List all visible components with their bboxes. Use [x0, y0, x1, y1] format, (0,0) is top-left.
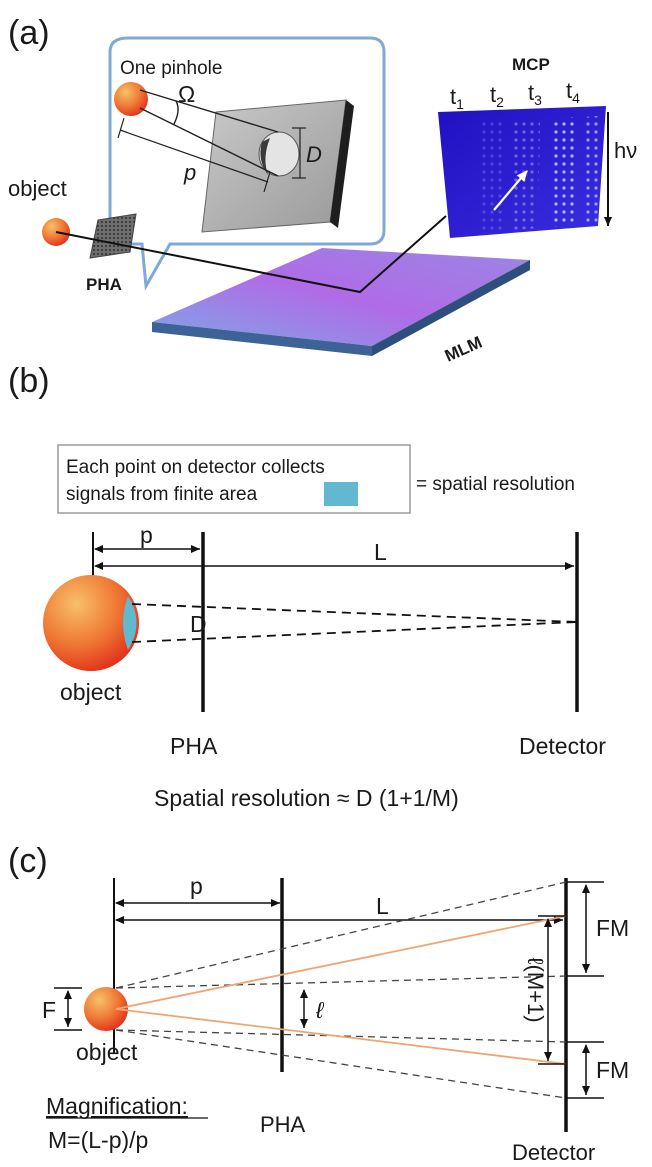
- time-frame-t3-sub: 3: [534, 92, 542, 108]
- c-fm-top-label: FM: [596, 915, 629, 941]
- time-frame-t3: t3: [528, 80, 542, 108]
- c-detector-label: Detector: [512, 1140, 595, 1165]
- mlm-mirror-top: [152, 248, 530, 346]
- c-ray-dashed-3: [115, 1029, 567, 1043]
- panel-b: (b) Each point on detector collects sign…: [8, 362, 606, 811]
- b-D-label: D: [190, 611, 207, 637]
- resolution-area-swatch: [324, 482, 358, 506]
- panel-a: (a) One pinhole Ω p D object PHA: [8, 14, 637, 366]
- c-pha-label: PHA: [260, 1112, 306, 1137]
- c-magnification-formula: M=(L-p)/p: [48, 1127, 148, 1153]
- mlm-mirror-front: [372, 260, 530, 356]
- time-frame-t2-sub: 2: [496, 94, 504, 110]
- mcp-strip-4: [584, 116, 600, 223]
- time-frame-labels: t1 t2 t3 t4: [450, 78, 580, 112]
- time-frame-t1: t1: [450, 84, 464, 112]
- time-frame-t2: t2: [490, 82, 504, 110]
- b-L-label: L: [374, 539, 387, 565]
- c-ell-m-label: ℓ(M+1): [523, 957, 548, 1022]
- b-formula: Spatial resolution ≈ D (1+1/M): [154, 785, 459, 811]
- resolution-note-line1: Each point on detector collects: [66, 457, 325, 478]
- mcp-strip-2: [514, 119, 540, 230]
- c-F-label: F: [42, 997, 56, 1023]
- time-frame-t1-sub: 1: [456, 96, 464, 112]
- mcp-strip-3: [552, 117, 578, 227]
- inset-p-label: p: [183, 160, 196, 185]
- panel-b-label: (b): [8, 362, 50, 400]
- b-resolution-patch: [123, 596, 137, 650]
- time-frame-t4-sub: 4: [572, 90, 580, 106]
- pinhole-plate-edge: [330, 100, 354, 228]
- c-object-ball: [84, 987, 128, 1031]
- omega-angle-arc: [173, 100, 179, 125]
- inset-object-ball: [114, 82, 148, 116]
- inset-d-label: D: [306, 142, 322, 167]
- equals-spatial-resolution: = spatial resolution: [416, 474, 575, 495]
- pha-label-a: PHA: [86, 275, 122, 294]
- resolution-note-line2: signals from finite area: [66, 484, 258, 505]
- x-ray-beam-path: [55, 215, 447, 294]
- c-p-label: p: [190, 873, 203, 899]
- pha-array: [89, 213, 137, 259]
- p-dimension-tick-left: [117, 117, 125, 139]
- c-L-label: L: [376, 893, 389, 919]
- c-ray-dashed-4: [115, 1029, 567, 1099]
- time-frame-t4: t4: [566, 78, 580, 106]
- object-label-a: object: [8, 176, 67, 201]
- pinhole-aperture: [258, 131, 300, 177]
- b-p-label: p: [140, 522, 153, 548]
- b-object-label: object: [60, 679, 122, 705]
- c-ray-orange-lower: [115, 1008, 567, 1065]
- p-dimension-line: [119, 129, 269, 183]
- c-magnification-title: Magnification:: [46, 1093, 188, 1119]
- pinhole-aperture-shadow: [260, 138, 270, 175]
- mcp-incident-arrow: [493, 170, 528, 211]
- c-fm-bottom-label: FM: [596, 1057, 629, 1083]
- mcp-label: MCP: [512, 55, 550, 74]
- c-ell-label: ℓ: [315, 997, 325, 1023]
- inset-ray-bottom: [139, 107, 279, 177]
- inset-ray-top: [139, 89, 279, 133]
- panel-a-label: (a): [8, 14, 50, 52]
- c-ray-orange-upper: [115, 915, 567, 1010]
- panel-c: (c) p L F object ℓ: [8, 842, 629, 1165]
- c-ray-dashed-1: [115, 881, 567, 989]
- p-dimension-tick-right: [263, 171, 271, 193]
- b-detector-label: Detector: [519, 733, 606, 759]
- mlm-mirror-side: [152, 322, 372, 356]
- inset-title: One pinhole: [120, 58, 222, 79]
- omega-label: Ω: [178, 81, 195, 107]
- mlm-label: MLM: [442, 333, 485, 366]
- photon-energy-label: hν: [614, 138, 637, 163]
- b-object-ball: [43, 575, 139, 671]
- mcp-strip-1: [478, 121, 504, 232]
- c-ray-dashed-2: [115, 975, 567, 989]
- b-pha-label: PHA: [170, 733, 218, 759]
- c-object-label: object: [76, 1039, 138, 1065]
- panel-c-label: (c): [8, 842, 48, 880]
- mcp-frame-strips: [478, 116, 600, 232]
